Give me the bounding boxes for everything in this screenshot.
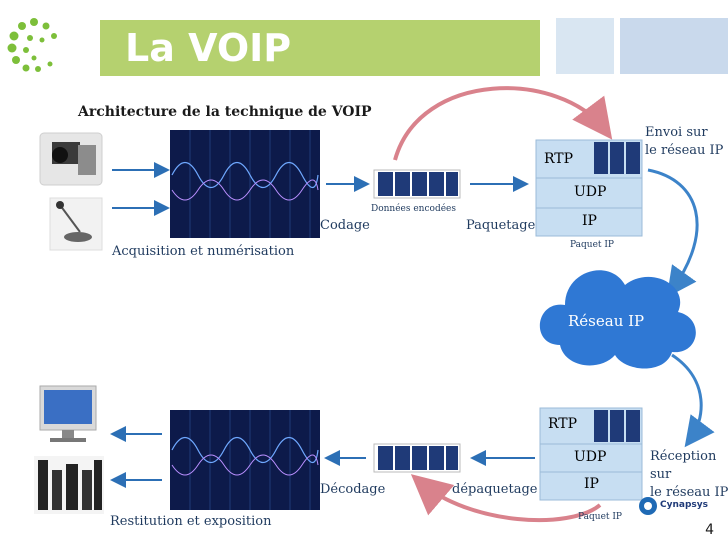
decodage-label: Décodage (320, 482, 386, 497)
restitution-label: Restitution et exposition (110, 514, 272, 529)
udp-label-top: UDP (574, 184, 607, 200)
acquisition-label: Acquisition et numérisation (112, 244, 295, 259)
ip-label-bottom: IP (584, 476, 599, 492)
signal-screen-bottom (170, 410, 320, 510)
send-arrow (647, 168, 699, 298)
receive-arrow (671, 353, 715, 448)
diagram-subtitle: Architecture de la technique de VOIP (78, 104, 372, 120)
page-title: La VOIP (125, 26, 292, 70)
rtp-label-bottom: RTP (548, 416, 578, 432)
title-banner (100, 20, 540, 76)
send-note-line1: Envoi sur (645, 125, 708, 140)
rtp-label-top: RTP (544, 151, 574, 167)
network-cloud (539, 270, 696, 369)
speakers-icon (34, 456, 104, 514)
page-number: 4 (705, 522, 714, 538)
paquetage-label: Paquetage (466, 218, 536, 233)
decapsulation-arrow (410, 474, 602, 523)
brand-logo-icon (639, 497, 657, 515)
receive-note-line2: sur (650, 467, 672, 482)
network-label: Réseau IP (568, 312, 645, 330)
packet-caption-top: Paquet IP (570, 240, 614, 250)
ip-label-top: IP (582, 213, 597, 229)
udp-label-bottom: UDP (574, 449, 607, 465)
header-decoration (556, 18, 614, 74)
header-decoration (620, 18, 728, 74)
encapsulation-arrow (393, 86, 613, 161)
send-note-line2: le réseau IP (645, 143, 724, 158)
microphone-icon (49, 197, 103, 251)
receive-note-line1: Réception (650, 449, 717, 464)
monitor-icon (39, 385, 97, 442)
receive-note-line3: le réseau IP (650, 485, 728, 500)
camera-icon (39, 132, 103, 186)
encoded-data-label: Données encodées (371, 204, 456, 214)
packet-caption-bottom: Paquet IP (578, 512, 622, 522)
encoded-data-block-bottom (373, 443, 461, 473)
encoded-data-block-top (373, 169, 461, 199)
codage-label: Codage (320, 218, 370, 233)
signal-screen-top (170, 130, 320, 238)
protocol-stack-bottom (539, 407, 643, 501)
brand-name: Cynapsys (660, 500, 708, 510)
protocol-stack-top (535, 139, 643, 237)
depaquetage-label: dépaquetage (452, 482, 538, 497)
logo-icon (7, 18, 57, 72)
